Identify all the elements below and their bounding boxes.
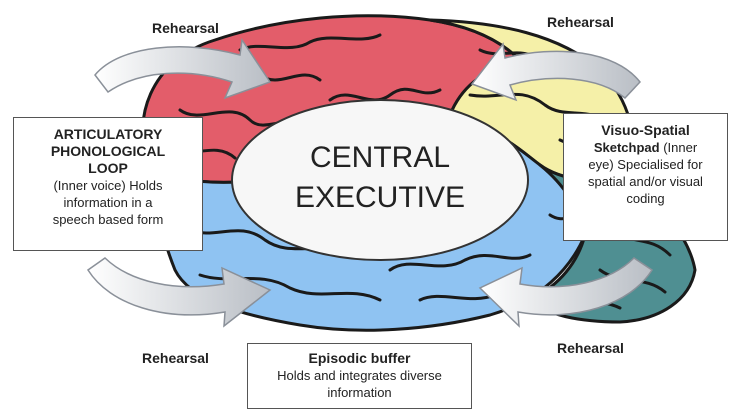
phonological-title-1: ARTICULATORY (53, 126, 163, 142)
visuospatial-title-2: Sketchpad (593, 140, 660, 155)
episodic-desc-2: information (327, 385, 392, 400)
rehearsal-label-bottom-left: Rehearsal (142, 350, 209, 366)
phonological-loop-box: ARTICULATORY PHONOLOGICAL LOOP (Inner vo… (13, 117, 203, 251)
central-executive-label: CENTRAL EXECUTIVE (255, 138, 505, 218)
visuospatial-desc-3: coding (626, 191, 665, 206)
visuospatial-title-2-rest: (Inner (659, 140, 698, 155)
rehearsal-arrow-bottom-right (478, 257, 654, 328)
rehearsal-arrow-bottom-left (86, 257, 272, 328)
visuospatial-sketchpad-box: Visuo-Spatial Sketchpad (Inner eye) Spec… (563, 113, 728, 241)
central-executive-ellipse (231, 99, 529, 261)
episodic-title: Episodic buffer (308, 350, 411, 366)
phonological-title-3: LOOP (88, 160, 128, 176)
phonological-desc-2: information in a (63, 195, 153, 210)
rehearsal-label-top-left: Rehearsal (152, 20, 219, 36)
phonological-title-2: PHONOLOGICAL (50, 143, 166, 159)
central-executive-line2: EXECUTIVE (294, 181, 466, 214)
central-executive-line1: CENTRAL (309, 141, 451, 174)
visuospatial-desc-1: eye) Specialised for (588, 157, 703, 172)
visuospatial-desc-2: spatial and/or visual (588, 174, 703, 189)
rehearsal-arrow-top-left (94, 37, 272, 100)
rehearsal-label-bottom-right: Rehearsal (557, 340, 624, 356)
phonological-desc-1: (Inner voice) Holds (53, 178, 163, 193)
rehearsal-label-top-right: Rehearsal (547, 14, 614, 30)
rehearsal-arrows (86, 37, 654, 328)
visuospatial-title-1: Visuo-Spatial (601, 122, 690, 138)
phonological-desc-3: speech based form (52, 212, 164, 227)
rehearsal-arrow-top-right (470, 42, 641, 102)
episodic-buffer-box: Episodic buffer Holds and integrates div… (247, 343, 472, 409)
episodic-desc-1: Holds and integrates diverse (277, 368, 442, 383)
